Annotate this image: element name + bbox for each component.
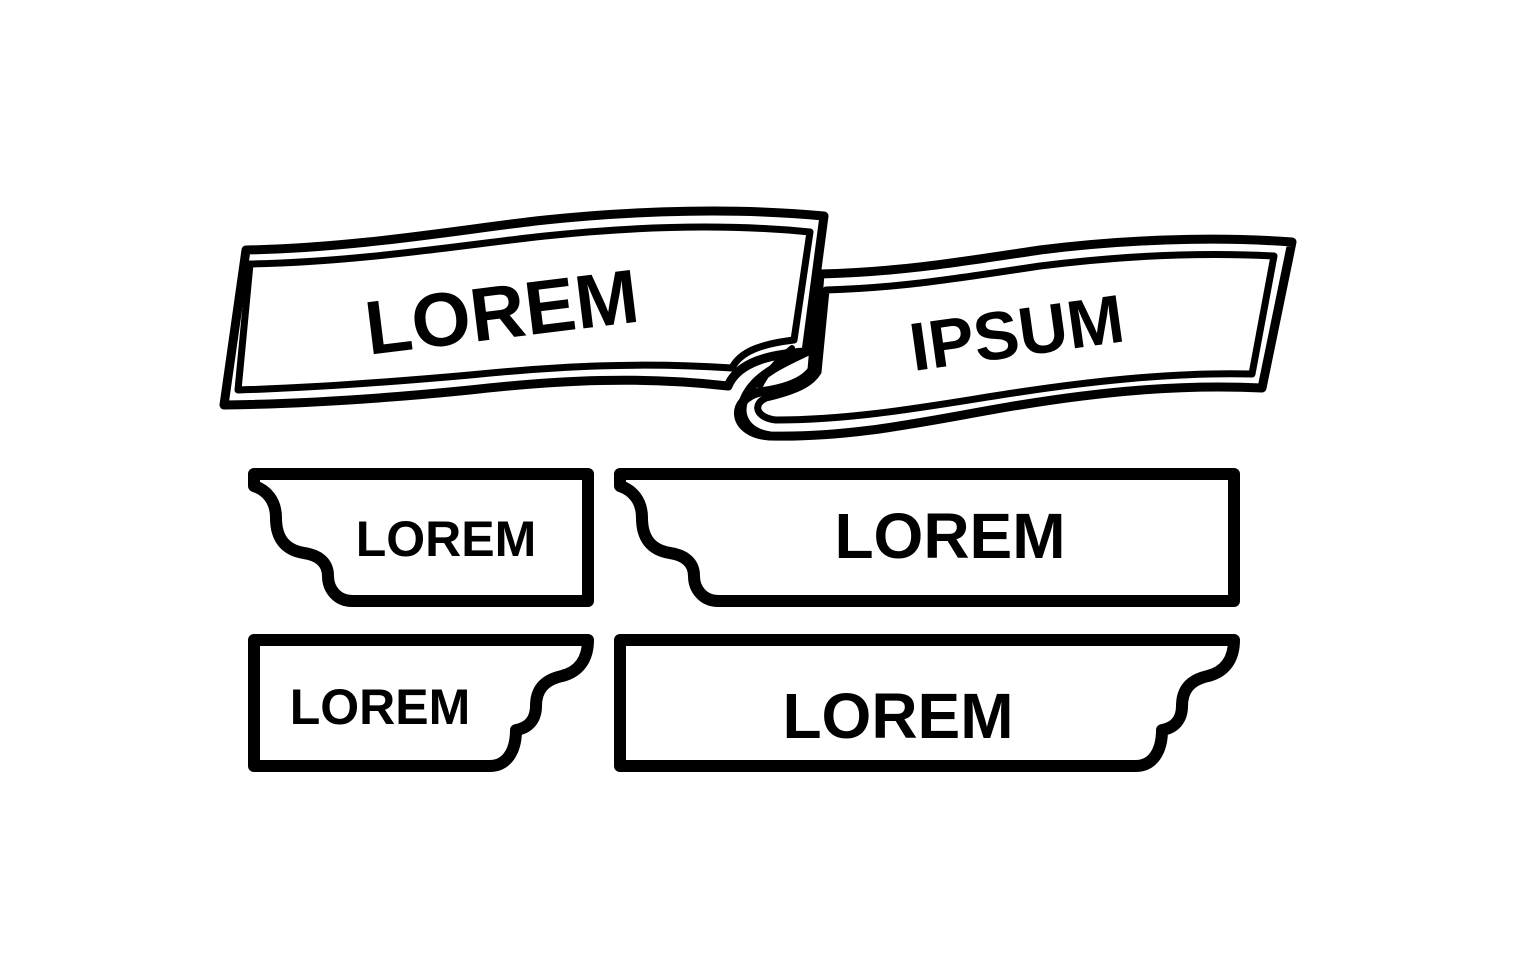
ribbon-right-panel-inner <box>754 250 1278 424</box>
label-bottom-right: LOREM <box>614 634 1240 772</box>
label-bottom-right-frame <box>614 634 1240 772</box>
ribbon-banner: LOREM IPSUM <box>219 206 1297 441</box>
label-top-left-text: LOREM <box>356 511 537 567</box>
ribbon-fold-inner <box>757 345 795 389</box>
ribbon-right-text: IPSUM <box>905 281 1129 386</box>
label-bottom-left-frame <box>248 634 594 772</box>
label-top-right-frame <box>614 468 1240 607</box>
label-top-left: LOREM <box>248 468 594 607</box>
ribbon-left-panel-outer <box>219 206 829 410</box>
ribbon-right-panel-outer <box>734 234 1297 441</box>
ribbon-left-text: LOREM <box>361 254 644 372</box>
label-top-right: LOREM <box>614 468 1240 607</box>
label-bottom-left-text: LOREM <box>290 679 471 735</box>
label-top-left-frame <box>248 468 594 607</box>
label-bottom-left: LOREM <box>248 634 594 772</box>
label-bottom-right-text: LOREM <box>782 680 1013 752</box>
ribbon-left-panel-inner <box>234 223 814 394</box>
label-top-right-text: LOREM <box>834 500 1065 572</box>
